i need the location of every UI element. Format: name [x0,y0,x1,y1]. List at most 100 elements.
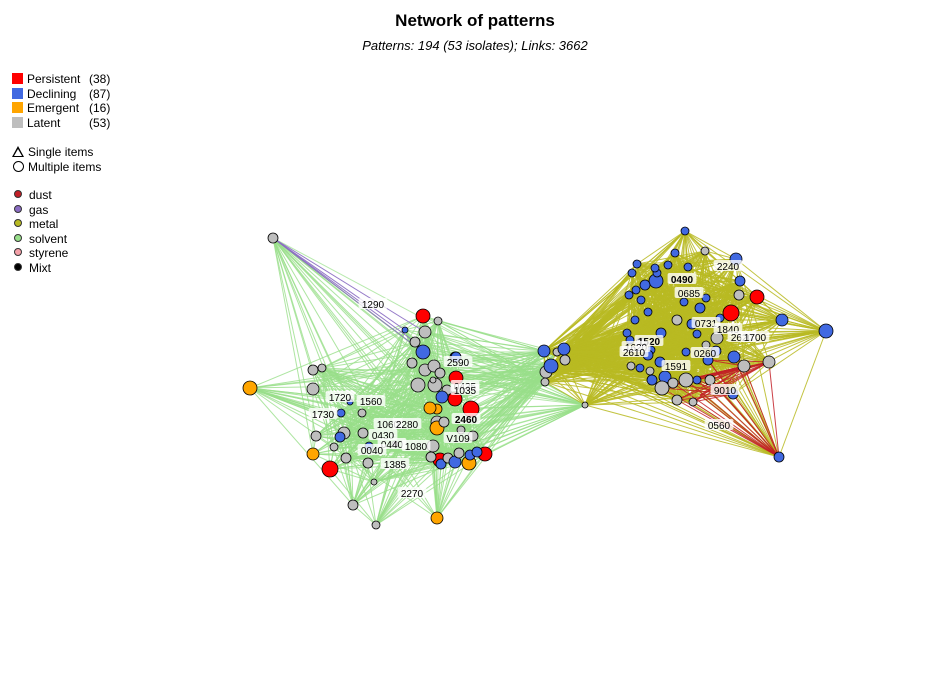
pattern-node [727,350,741,364]
node-label-background [450,384,480,395]
network-edge [768,361,780,458]
legend-count: (53) [89,115,111,130]
pattern-node [267,232,279,244]
pattern-node [435,390,449,404]
node-label: 2280 [396,420,419,431]
node-label-background [691,317,721,328]
network-edge [556,272,633,353]
pattern-node [340,452,352,464]
pattern-node [775,313,789,327]
network-edge [685,379,780,458]
pattern-node [357,408,367,418]
node-label-background [443,356,473,367]
circle-icon [13,160,24,172]
node-label: 2610 [623,348,646,359]
node-label-background [704,419,734,430]
node-label: 1720 [329,393,352,404]
legend-metal: metal [12,217,68,232]
node-label-background [358,298,388,309]
network-edge [312,453,375,483]
network-edge [414,341,552,367]
network-edge [733,356,780,458]
pattern-node [704,374,716,386]
network-edge [454,356,586,406]
legend-label: metal [29,217,59,231]
network-labels: 2240049006850731184026201700152016202610… [308,260,770,500]
pattern-node [694,302,706,314]
pattern-node [306,382,320,396]
node-label: 9010 [714,386,737,397]
network-edge [743,365,780,458]
declining-swatch [12,87,23,99]
legend-gas: gas [12,203,68,218]
node-label-background [674,287,704,298]
legend-label: solvent [29,231,68,246]
network-edge [564,359,586,406]
node-label-background [368,429,398,440]
legend-dust: dust [12,188,68,203]
node-label: 2590 [447,358,470,369]
node-label: 1035 [454,386,477,397]
pattern-node [543,358,559,374]
network-edge [584,404,780,458]
pattern-node [734,275,746,287]
pattern-node [663,260,673,270]
network-edge [272,237,413,364]
network-edge [684,230,827,332]
network-edge [556,280,657,353]
pattern-node [692,329,702,339]
network-edge [349,401,354,506]
network-edge [584,330,827,406]
network-edge [636,230,686,265]
pattern-node [415,308,431,324]
pattern-node [423,401,437,415]
pattern-node [722,304,740,322]
pattern-node [630,315,640,325]
legend-persistent: Persistent(38) [12,72,110,87]
pattern-node [321,460,339,478]
solvent-dot-icon [14,233,22,242]
pattern-node [334,431,346,443]
triangle-icon [12,146,24,157]
node-label-background [451,413,481,424]
network-edge [249,315,424,389]
metal-dot-icon [14,219,22,227]
node-label: 0260 [694,349,717,360]
node-label-background [397,487,427,498]
pattern-node [415,344,431,360]
pattern-node [627,268,637,278]
pattern-node [749,289,765,305]
pattern-node [700,246,710,256]
pattern-node [307,364,319,376]
node-label: 2240 [717,262,740,273]
network-edge [321,329,406,369]
node-label: 0560 [708,421,731,432]
node-label-background [357,444,387,455]
latent-swatch [12,116,23,128]
network-edge [272,237,424,353]
network-edge [556,230,686,353]
pattern-node [429,376,437,384]
pattern-node [737,359,751,373]
node-label-background [661,360,691,371]
emergent-swatch [12,102,23,113]
pattern-node [370,478,378,486]
network-edge [715,350,780,458]
network-edge [556,258,737,353]
legend-label: Emergent [27,101,80,115]
node-label: 0490 [671,275,694,286]
pattern-node [680,226,690,236]
pattern-node [701,293,711,303]
pattern-node [762,355,776,369]
network-edge [543,294,630,352]
pattern-node [646,374,658,386]
legend-label: Single items [28,145,94,159]
network-edge [692,401,780,458]
node-label-background [740,331,770,342]
legend-label: Multiple items [28,159,102,174]
pattern-node [433,316,443,326]
pattern-node [336,408,346,418]
pattern-node [435,458,447,470]
shape-legend: Single items Multiple items [12,145,101,174]
